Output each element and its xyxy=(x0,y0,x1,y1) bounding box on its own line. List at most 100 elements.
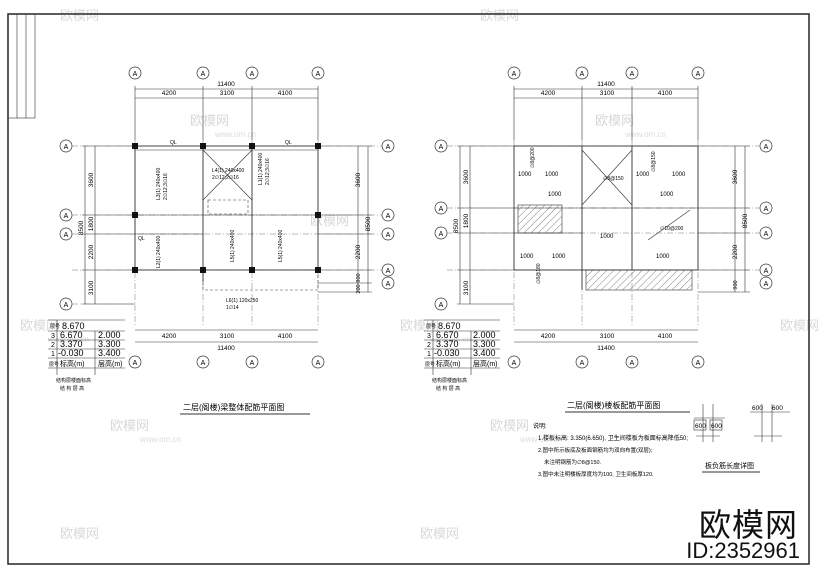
beam-note: 1∅14 xyxy=(226,305,239,311)
binding-strip xyxy=(7,13,36,119)
svg-text:A: A xyxy=(764,231,769,238)
svg-text:标高(m): 标高(m) xyxy=(60,359,85,368)
svg-text:A: A xyxy=(630,71,635,78)
design-notes: 说明: 1.楼板标高: 3.350(6.650), 卫生间楼板为板面标高降低50… xyxy=(533,422,688,478)
svg-text:A: A xyxy=(512,360,517,367)
svg-text:3600: 3600 xyxy=(88,172,95,187)
axis-bubble: A xyxy=(250,71,255,78)
svg-text:QL: QL xyxy=(138,236,145,242)
svg-text:A: A xyxy=(439,144,444,151)
svg-text:A: A xyxy=(386,268,391,275)
svg-text:A: A xyxy=(64,302,69,309)
svg-text:2.图中所示板底及板面钢筋均为双向布置(双层);: 2.图中所示板底及板面钢筋均为双向布置(双层); xyxy=(538,446,653,454)
svg-text:1000: 1000 xyxy=(545,172,559,178)
svg-text:结 构 层 高: 结 构 层 高 xyxy=(60,385,84,392)
watermark-text: 欧模网 xyxy=(110,418,149,433)
beam-note: 2∅12;3∅16 xyxy=(265,158,271,185)
watermark-text: 欧模网 xyxy=(490,418,529,433)
svg-text:1000: 1000 xyxy=(636,172,650,178)
watermark-text: 欧模网 xyxy=(60,526,99,541)
beam-note: L2(1) 240x400 xyxy=(156,236,162,268)
svg-text:2200: 2200 xyxy=(732,244,739,259)
svg-text:900: 900 xyxy=(356,273,362,282)
beam-note: L5(1) 240x400 xyxy=(278,230,284,262)
svg-text:200: 200 xyxy=(356,284,362,293)
svg-text:4100: 4100 xyxy=(658,90,673,97)
svg-text:结构层楼面标高: 结构层楼面标高 xyxy=(56,377,91,384)
watermark-text: 欧模网 xyxy=(20,318,59,333)
svg-text:3100: 3100 xyxy=(463,280,470,295)
svg-text:标高(m): 标高(m) xyxy=(436,359,461,368)
svg-text:3.300: 3.300 xyxy=(473,339,496,349)
svg-text:3600: 3600 xyxy=(355,172,362,187)
svg-text:1000: 1000 xyxy=(660,192,674,198)
svg-text:层高(m): 层高(m) xyxy=(98,359,123,368)
svg-text:A: A xyxy=(316,360,321,367)
svg-text:A: A xyxy=(439,206,444,213)
svg-text:1000: 1000 xyxy=(548,192,562,198)
axis-bubble: A xyxy=(316,71,321,78)
svg-text:8500: 8500 xyxy=(742,213,749,228)
watermark-text: 欧模网 xyxy=(190,113,229,128)
svg-text:1: 1 xyxy=(51,351,55,358)
right-plan: 11400 4200 3100 4100 A A A A A A A A A A… xyxy=(434,66,773,413)
svg-text:∅8@150: ∅8@150 xyxy=(603,176,624,182)
svg-text:∅10@200: ∅10@200 xyxy=(660,226,684,232)
svg-text:∅8@180: ∅8@180 xyxy=(536,263,542,284)
svg-text:4200: 4200 xyxy=(541,90,556,97)
svg-text:1000: 1000 xyxy=(518,172,532,178)
svg-text:∅8@150: ∅8@150 xyxy=(651,151,657,172)
sheet-border xyxy=(7,13,810,565)
beam-note: L4(1) 240x400 xyxy=(212,168,244,174)
axis-bubble: A xyxy=(201,71,206,78)
svg-text:结构层楼面标高: 结构层楼面标高 xyxy=(432,377,467,384)
svg-text:3100: 3100 xyxy=(88,280,95,295)
svg-text:层号: 层号 xyxy=(426,324,436,330)
svg-text:600: 600 xyxy=(695,423,706,430)
svg-text:A: A xyxy=(580,71,585,78)
svg-text:4100: 4100 xyxy=(658,333,673,340)
svg-text:∅8@200: ∅8@200 xyxy=(530,147,536,168)
svg-text:4200: 4200 xyxy=(541,333,556,340)
plan-title: 二层(阁楼)楼板配筋平面图 xyxy=(567,400,660,410)
svg-text:www.om.cn: www.om.cn xyxy=(519,435,561,444)
svg-text:1.楼板标高: 3.350(6.650), 卫生间楼板为板面: 1.楼板标高: 3.350(6.650), 卫生间楼板为板面标高降低50; xyxy=(538,434,688,442)
svg-text:层高(m): 层高(m) xyxy=(473,359,498,368)
svg-text:4200: 4200 xyxy=(162,333,177,340)
svg-text:层号: 层号 xyxy=(425,362,435,368)
svg-text:8500: 8500 xyxy=(78,220,85,235)
svg-text:3100: 3100 xyxy=(600,333,615,340)
right-level-table: 层号 8.670 3 6.670 2.000 2 3.370 3.300 1 -… xyxy=(424,319,500,392)
svg-text:A: A xyxy=(512,71,517,78)
svg-text:3100: 3100 xyxy=(220,333,235,340)
rebar-detail: 600 600 600 600 板负筋长度详图 xyxy=(693,404,790,473)
svg-text:600: 600 xyxy=(752,405,763,412)
svg-text:6.670: 6.670 xyxy=(60,330,83,340)
svg-text:A: A xyxy=(64,144,69,151)
svg-text:3.370: 3.370 xyxy=(436,339,459,349)
svg-text:A: A xyxy=(696,71,701,78)
svg-text:2.000: 2.000 xyxy=(98,330,121,340)
svg-text:A: A xyxy=(439,302,444,309)
svg-text:3600: 3600 xyxy=(732,169,739,184)
watermark-layer: 欧模网 欧模网 欧模网 欧模网 欧模网 欧模网 欧模网 欧模网 欧模网 欧模网 … xyxy=(20,8,819,541)
svg-text:1000: 1000 xyxy=(656,254,670,260)
svg-text:A: A xyxy=(64,232,69,239)
svg-text:2: 2 xyxy=(51,342,55,349)
svg-text:3100: 3100 xyxy=(600,90,615,97)
svg-text:600: 600 xyxy=(711,423,722,430)
svg-text:说明:: 说明: xyxy=(533,422,547,430)
svg-text:www.om.cn: www.om.cn xyxy=(214,130,256,139)
beam-note: L6(1) 120x250 xyxy=(226,298,258,304)
svg-text:3: 3 xyxy=(427,333,431,340)
watermark-text: 欧模网 xyxy=(780,318,819,333)
svg-text:3.图中未注明楼板厚度均为100, 卫生间板厚120.: 3.图中未注明楼板厚度均为100, 卫生间板厚120. xyxy=(538,470,654,478)
svg-text:A: A xyxy=(630,360,635,367)
svg-text:1000: 1000 xyxy=(672,172,686,178)
dim-span: 4100 xyxy=(278,90,293,97)
watermark-text: 欧模网 xyxy=(480,8,519,23)
svg-text:QL: QL xyxy=(170,140,177,146)
svg-text:2200: 2200 xyxy=(88,244,95,259)
svg-text:结 构 层 高: 结 构 层 高 xyxy=(436,385,460,392)
svg-text:8500: 8500 xyxy=(453,218,460,233)
